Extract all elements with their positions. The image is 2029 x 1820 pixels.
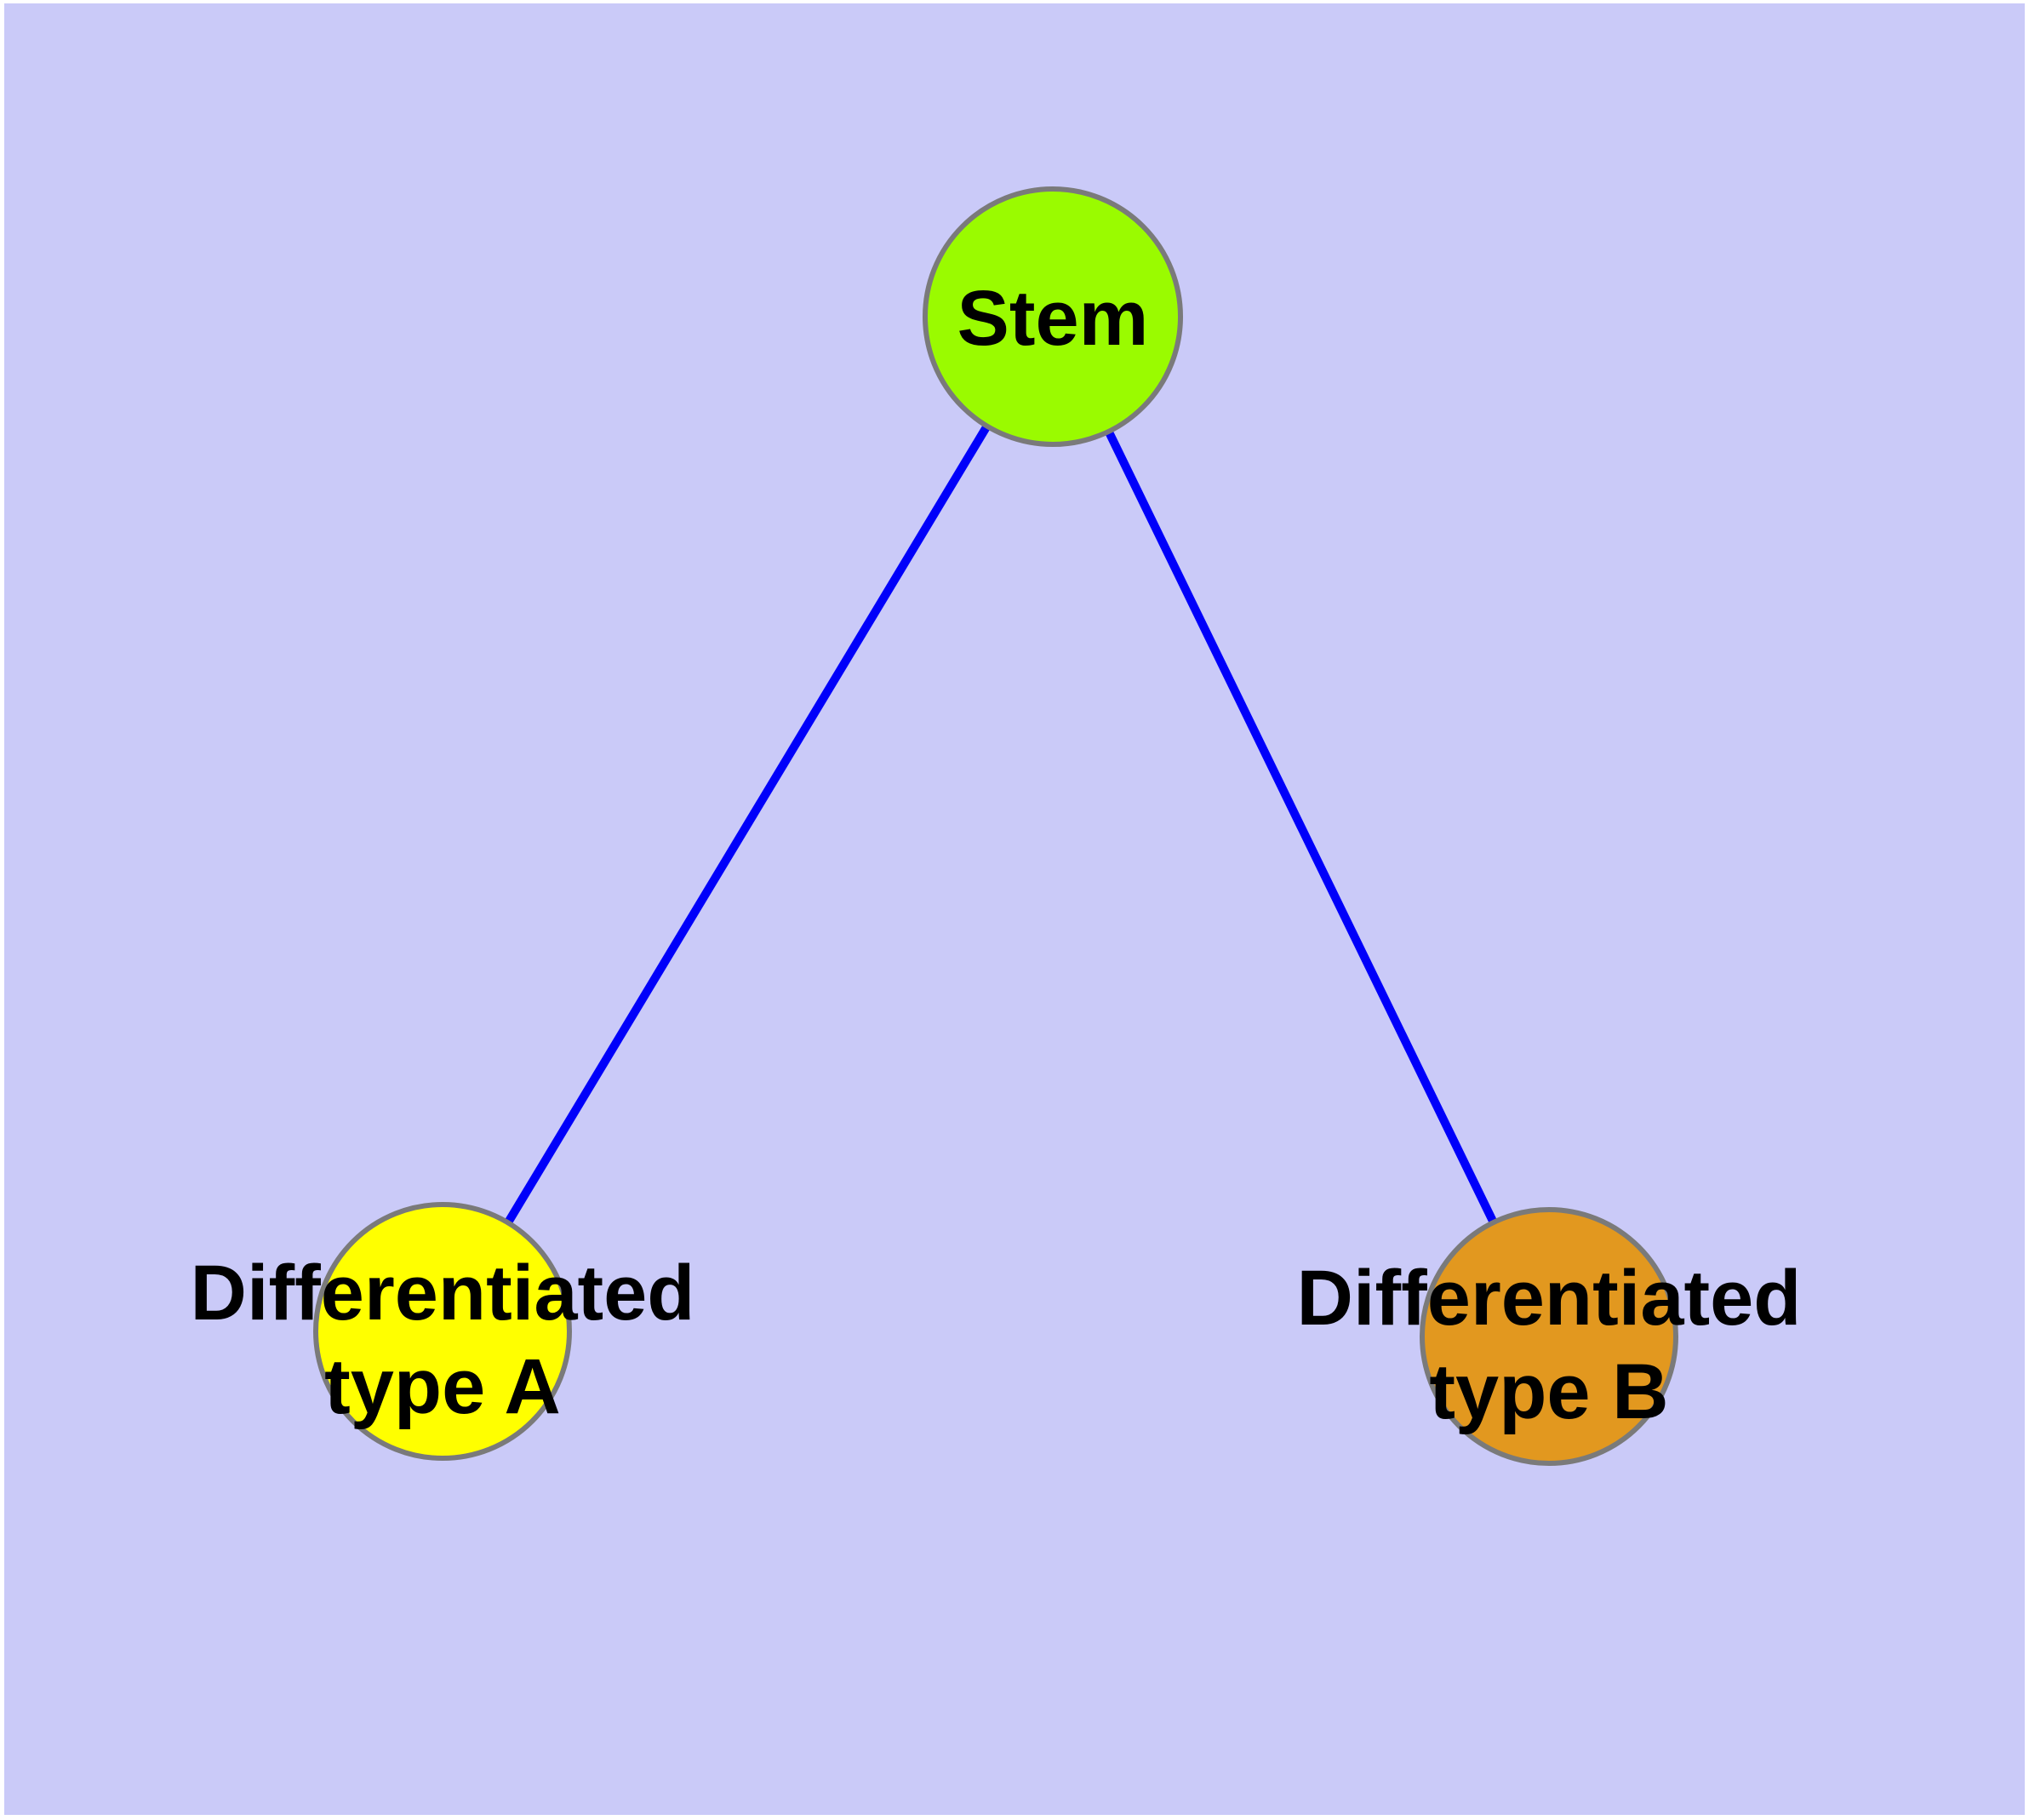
type-b-node-label-line1: Differentiated: [1297, 1255, 1802, 1342]
stem-node-circle: [923, 186, 1183, 447]
type-a-node-label-line1: Differentiated: [191, 1250, 695, 1336]
edge-stem-to-type-a: [438, 314, 1057, 1334]
stem-node-label: Stem: [957, 275, 1149, 362]
edge-stem-to-type-b: [1049, 314, 1553, 1339]
type-a-node-label-line2: type A: [324, 1343, 561, 1430]
type-b-node-label-line2: type B: [1429, 1348, 1668, 1435]
type-b-node-circle: [1420, 1207, 1678, 1466]
type-a-node-circle: [313, 1202, 572, 1461]
